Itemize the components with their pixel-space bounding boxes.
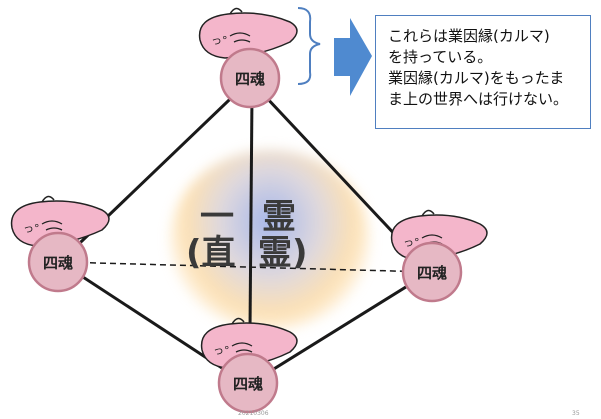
center-char-choku: (直 — [186, 233, 236, 273]
svg-text:っ°: っ° — [403, 236, 420, 249]
spirit-bottom-icon: っ° — [200, 317, 298, 369]
center-char-rei-close: 霊) — [258, 233, 308, 273]
node-bottom-label: 四魂 — [233, 375, 263, 393]
node-top: 四魂 — [219, 47, 281, 109]
edge-right-bottom — [247, 270, 431, 387]
spirit-left-icon: っ° — [10, 195, 110, 247]
center-char-rei: 霊 — [262, 197, 296, 237]
karma-callout: これらは業因縁(カルマ) を持っている。 業因縁(カルマ)をもったま ま上の世界… — [375, 15, 591, 129]
node-right-label: 四魂 — [417, 264, 447, 282]
center-char-ichi: 一 — [200, 197, 234, 237]
callout-line-4: ま上の世界へは行けない。 — [388, 90, 569, 108]
arrow-right-icon — [334, 18, 372, 96]
node-bottom: 四魂 — [217, 352, 279, 414]
svg-text:っ°: っ° — [23, 222, 40, 235]
node-left: 四魂 — [27, 231, 89, 293]
node-top-label: 四魂 — [235, 70, 265, 88]
callout-line-2: を持っている。 — [388, 48, 493, 66]
callout-line-3: 業因縁(カルマ)をもったま — [388, 69, 565, 87]
svg-text:っ°: っ° — [213, 344, 230, 357]
callout-line-1: これらは業因縁(カルマ) — [388, 27, 550, 45]
footer-date: 20210306 — [238, 410, 269, 417]
edge-top-bottom — [248, 94, 254, 331]
svg-text:っ°: っ° — [211, 34, 228, 47]
brace-icon — [297, 7, 321, 85]
node-left-label: 四魂 — [43, 254, 73, 272]
spirit-top-icon: っ° — [198, 7, 298, 59]
node-right: 四魂 — [401, 241, 463, 303]
footer-page-number: 35 — [572, 410, 580, 417]
edge-left-right-dashed — [59, 261, 431, 273]
spirit-glow — [170, 150, 370, 330]
